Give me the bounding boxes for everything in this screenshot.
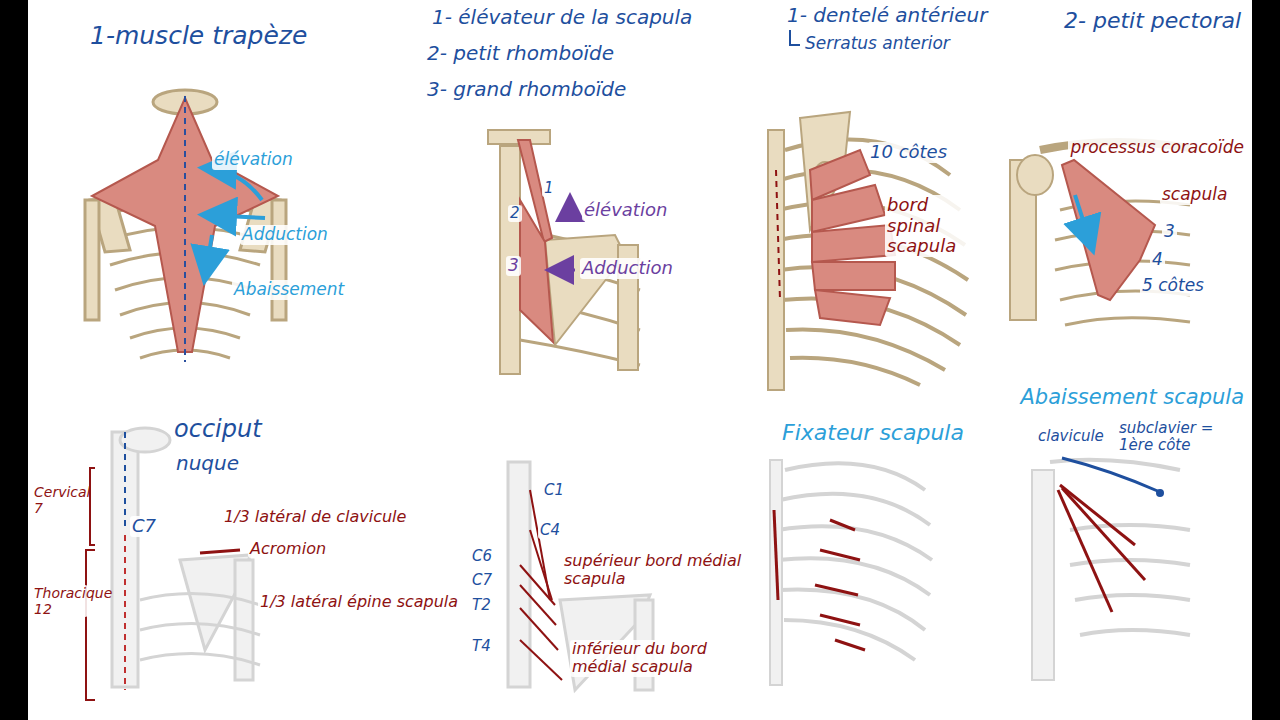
attachment-marks: [774, 510, 865, 650]
action-label: Abaissement: [232, 280, 346, 300]
action-label: Adduction: [580, 258, 675, 279]
serratus-figure: [768, 112, 968, 390]
bracket: [86, 550, 95, 700]
attachment-label: occiput: [172, 416, 264, 444]
attachment-label: subclavier = 1ère côte: [1117, 420, 1246, 455]
callout-number: 2: [508, 205, 522, 222]
attachment-label: Cervical 7: [32, 484, 88, 516]
action-arrow: [569, 198, 572, 222]
midline: [184, 96, 186, 362]
pectoral-sketch: [1032, 460, 1190, 680]
vertebra-label: C7: [130, 516, 158, 537]
insertion-line: [200, 550, 240, 553]
origin-lines: [520, 490, 562, 680]
action-arrow: [1075, 195, 1092, 248]
attachment-label: bord spinal scapula: [885, 195, 969, 257]
vertebra-label: T2: [470, 597, 493, 614]
bracket: [90, 468, 95, 545]
attachment-label: 5 côtes: [1140, 276, 1206, 296]
callout-number: 3: [1162, 222, 1177, 242]
border-line: [776, 170, 780, 300]
side-bar: [1252, 0, 1280, 720]
attachment-label: Thoracique 12: [32, 585, 88, 617]
origin-line: [124, 535, 126, 690]
rhomboid-muscle: [520, 200, 553, 342]
panel-heading: 1-muscle trapèze: [88, 22, 309, 51]
panel-heading: 3- grand rhomboïde: [425, 78, 628, 101]
attachment-label: processus coracoïde: [1068, 138, 1246, 158]
action-label: Fixateur scapula: [780, 420, 966, 445]
action-arrow: [205, 215, 265, 218]
action-label: Adduction: [240, 225, 330, 245]
insertion-lines: [1058, 485, 1145, 612]
panel-heading: 2- petit rhomboïde: [425, 42, 616, 65]
attachment-label: supérieur bord médial scapula: [562, 552, 746, 589]
callout-number: 3: [506, 256, 521, 276]
rhomboid-figure: [488, 130, 640, 374]
origin-line: [124, 432, 126, 530]
attachment-label: scapula: [1160, 185, 1229, 205]
subclavius-line: [1062, 458, 1160, 492]
panel-heading: 2- petit pectoral: [1062, 8, 1243, 33]
vertebra-label: T4: [470, 638, 493, 655]
callout-number: 4: [1150, 250, 1165, 270]
attachment-label: 1/3 latéral de clavicule: [222, 508, 408, 526]
action-label: Abaissement scapula: [1019, 385, 1247, 409]
pectoral-figure: [1010, 142, 1190, 325]
action-label: élévation: [212, 150, 295, 170]
spine-sketch: [112, 428, 260, 687]
vertebra-label: C7: [470, 572, 494, 589]
action-arrow: [205, 168, 262, 200]
side-bar: [0, 0, 28, 720]
serratus-sketch: [770, 460, 932, 685]
attachment-label: 1/3 latéral épine scapula: [258, 593, 460, 611]
callout-number: 1: [542, 180, 556, 197]
panel-heading: 1- dentelé antérieur: [785, 4, 989, 27]
attachment-label: Acromion: [248, 540, 328, 558]
attachment-label: nuque: [174, 452, 241, 475]
attachment-label: clavicule: [1036, 428, 1106, 445]
attachment-dot: [1156, 489, 1164, 497]
action-arrow: [550, 269, 575, 272]
action-label: élévation: [582, 200, 669, 221]
hook-arrow: [790, 30, 800, 45]
vertebra-label: C6: [470, 548, 494, 565]
attachment-label: 10 côtes: [868, 142, 949, 163]
panel-heading: Serratus anterior: [803, 34, 952, 54]
panel-heading: 1- élévateur de la scapula: [430, 6, 694, 29]
attachment-label: inférieur du bord médial scapula: [570, 640, 764, 677]
serratus-muscle: [810, 150, 895, 325]
vertebra-label: C1: [542, 482, 566, 499]
vertebra-label: C4: [538, 522, 562, 539]
action-arrow: [205, 235, 212, 278]
